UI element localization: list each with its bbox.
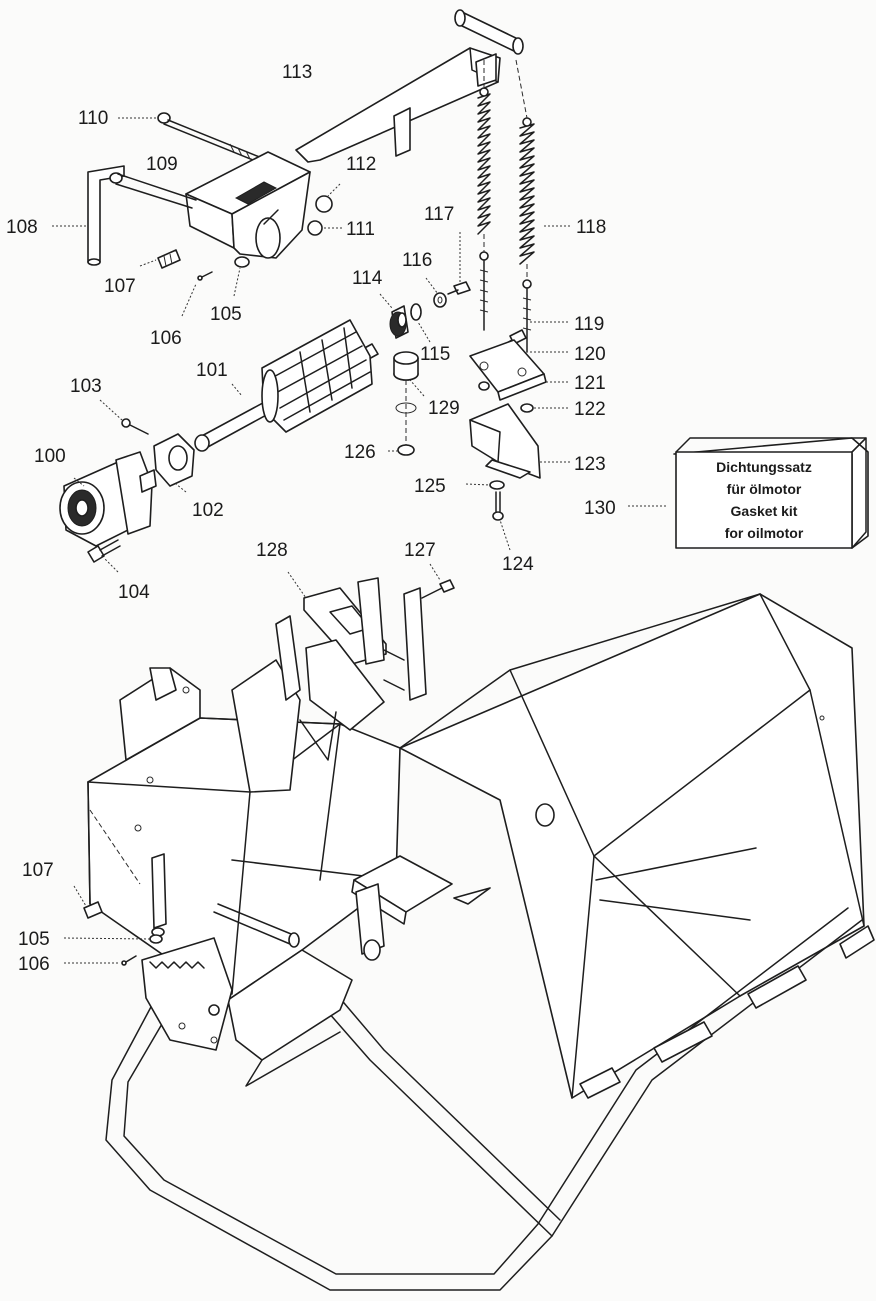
part-121-plate xyxy=(469,339,547,401)
part-103-screw xyxy=(121,418,149,435)
callout-105-lower: 105 xyxy=(18,929,50,950)
part-101-roller xyxy=(194,319,379,452)
part-113-lever xyxy=(295,9,524,163)
part-107-setscrew-lower xyxy=(83,901,103,919)
callout-123: 123 xyxy=(574,454,606,475)
gasket-kit-line-4: for oilmotor xyxy=(725,525,804,541)
callout-114: 114 xyxy=(352,268,383,289)
callout-113: 113 xyxy=(282,62,312,83)
callout-107-lower: 107 xyxy=(22,860,54,881)
callout-126: 126 xyxy=(344,442,376,463)
part-110-bolt xyxy=(157,112,263,163)
part-123-guard xyxy=(469,403,541,479)
part-107-setscrew xyxy=(157,249,181,269)
leader-lines xyxy=(52,117,668,964)
callout-102: 102 xyxy=(192,500,224,521)
part-109-rod xyxy=(109,172,197,209)
part-117-screw xyxy=(447,281,471,295)
callout-122: 122 xyxy=(574,399,606,420)
callout-119: 119 xyxy=(574,314,604,335)
part-104-bolt xyxy=(87,539,121,563)
part-127-screw xyxy=(421,579,455,599)
callout-129: 129 xyxy=(428,398,460,419)
part-105-washer xyxy=(234,256,250,268)
gasket-kit-line-1: Dichtungssatz xyxy=(716,459,812,475)
part-105-washer-lower xyxy=(149,934,163,944)
part-112-nut xyxy=(315,195,333,213)
callout-105-upper: 105 xyxy=(210,304,242,325)
callout-106-lower: 106 xyxy=(18,954,50,975)
part-125-washer xyxy=(489,480,505,490)
callout-104: 104 xyxy=(118,582,150,603)
part-114-bearing xyxy=(389,305,409,339)
callout-110: 110 xyxy=(78,108,108,129)
callout-117: 117 xyxy=(424,204,454,225)
callout-108: 108 xyxy=(6,217,38,238)
part-119-eyebolt xyxy=(479,234,532,353)
part-118-spring xyxy=(477,59,535,265)
callout-labels: 110 113 109 112 108 111 117 118 107 106 … xyxy=(6,62,616,975)
part-100-oil-motor xyxy=(59,451,157,547)
callout-101: 101 xyxy=(196,360,228,381)
callout-127: 127 xyxy=(404,540,436,561)
gasket-kit-line-3: Gasket kit xyxy=(731,503,798,519)
callout-115: 115 xyxy=(420,344,450,365)
callout-109: 109 xyxy=(146,154,178,175)
part-115-washer xyxy=(410,303,422,321)
callout-124: 124 xyxy=(502,554,534,575)
callout-106-upper: 106 xyxy=(150,328,182,349)
callout-116: 116 xyxy=(402,250,432,271)
callout-121: 121 xyxy=(574,373,606,394)
callout-118: 118 xyxy=(576,217,606,238)
callout-103: 103 xyxy=(70,376,102,397)
part-124-bolt xyxy=(492,491,504,521)
callout-130: 130 xyxy=(584,498,616,519)
callout-107-upper: 107 xyxy=(104,276,136,297)
part-122-nut xyxy=(478,381,534,413)
part-106-pin-lower xyxy=(121,955,137,966)
part-109-bracket xyxy=(185,151,311,259)
callout-100: 100 xyxy=(34,446,66,467)
part-106-pin xyxy=(197,271,213,281)
part-102-coupling xyxy=(153,433,195,487)
part-126-nut xyxy=(397,444,415,456)
gasket-kit-line-2: für ölmotor xyxy=(727,481,802,497)
callout-111: 111 xyxy=(346,219,375,240)
part-116-washer xyxy=(433,292,447,308)
gasket-kit-box: Dichtungssatz für ölmotor Gasket kit for… xyxy=(673,437,869,549)
callout-112: 112 xyxy=(346,154,376,175)
part-108-pin xyxy=(87,165,125,266)
callout-128: 128 xyxy=(256,540,288,561)
callout-120: 120 xyxy=(574,344,606,365)
part-111-nut xyxy=(307,220,323,236)
part-129-buffer xyxy=(393,351,419,450)
callout-125: 125 xyxy=(414,476,446,497)
main-frame-hopper xyxy=(87,577,875,1291)
